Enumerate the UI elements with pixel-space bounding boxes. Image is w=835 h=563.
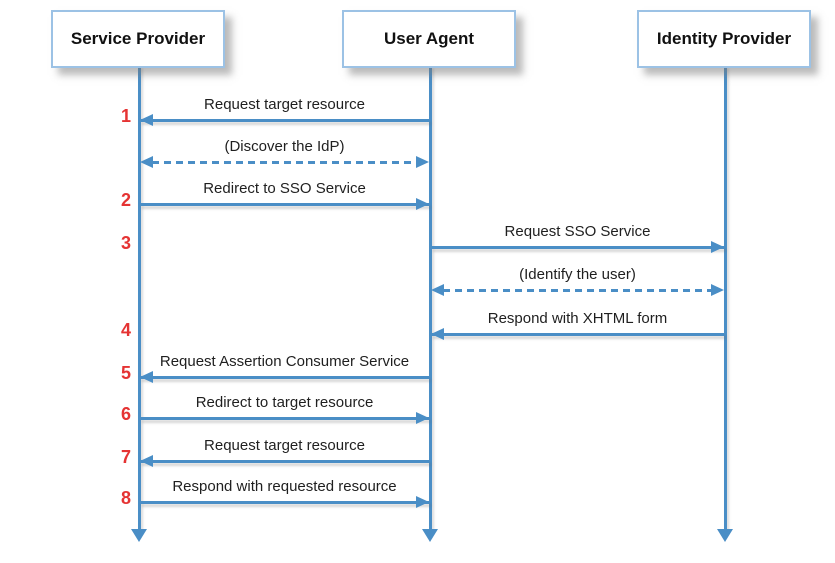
lifeline-arrowhead-identity-provider-icon (717, 529, 733, 542)
arrowhead-right-d4-icon (711, 284, 724, 296)
arrowhead-right-8-icon (416, 496, 429, 508)
lifeline-service-provider (137, 66, 141, 530)
arrowhead-left-1-icon (140, 114, 153, 126)
message-line-d4 (443, 288, 712, 292)
arrowhead-left-5-icon (140, 371, 153, 383)
message-label-8: Respond with requested resource (172, 478, 397, 495)
message-label-1: Request target resource (204, 96, 365, 113)
actor-box-user-agent: User Agent (342, 10, 516, 68)
actor-label-service-provider: Service Provider (70, 29, 206, 48)
lifeline-arrowhead-service-provider-icon (131, 529, 147, 542)
lifeline-user-agent (428, 66, 432, 530)
message-label-3: Request SSO Service (504, 223, 651, 240)
arrowhead-right-3-icon (711, 241, 724, 253)
step-number-7: 7 (120, 447, 131, 467)
actor-label-identity-provider: Identity Provider (656, 29, 792, 48)
message-label-5: Request Assertion Consumer Service (159, 353, 410, 370)
arrowhead-left-d1-icon (140, 156, 153, 168)
message-label-7: Request target resource (204, 437, 365, 454)
step-number-2: 2 (120, 190, 131, 210)
message-line-8 (140, 500, 429, 504)
message-line-4 (431, 332, 724, 336)
arrowhead-left-4-icon (431, 328, 444, 340)
arrowhead-right-2-icon (416, 198, 429, 210)
step-number-6: 6 (120, 404, 131, 424)
message-label-d4: (Identify the user) (519, 266, 636, 283)
message-label-d1: (Discover the IdP) (224, 138, 345, 155)
arrowhead-right-6-icon (416, 412, 429, 424)
message-line-3 (431, 245, 724, 249)
lifeline-arrowhead-user-agent-icon (422, 529, 438, 542)
message-line-d1 (152, 160, 417, 164)
step-number-1: 1 (120, 106, 131, 126)
step-number-3: 3 (120, 233, 131, 253)
step-number-4: 4 (120, 320, 131, 340)
message-line-2 (140, 202, 429, 206)
arrowhead-left-7-icon (140, 455, 153, 467)
arrowhead-left-d4-icon (431, 284, 444, 296)
actor-box-identity-provider: Identity Provider (637, 10, 811, 68)
actor-box-service-provider: Service Provider (51, 10, 225, 68)
message-label-4: Respond with XHTML form (487, 310, 668, 327)
message-label-6: Redirect to target resource (195, 394, 374, 411)
actor-label-user-agent: User Agent (383, 29, 475, 48)
message-line-5 (140, 375, 429, 379)
message-label-2: Redirect to SSO Service (203, 180, 366, 197)
message-line-7 (140, 459, 429, 463)
step-number-8: 8 (120, 488, 131, 508)
lifeline-identity-provider (723, 66, 727, 530)
arrowhead-right-d1-icon (416, 156, 429, 168)
message-line-1 (140, 118, 429, 122)
step-number-5: 5 (120, 363, 131, 383)
message-line-6 (140, 416, 429, 420)
